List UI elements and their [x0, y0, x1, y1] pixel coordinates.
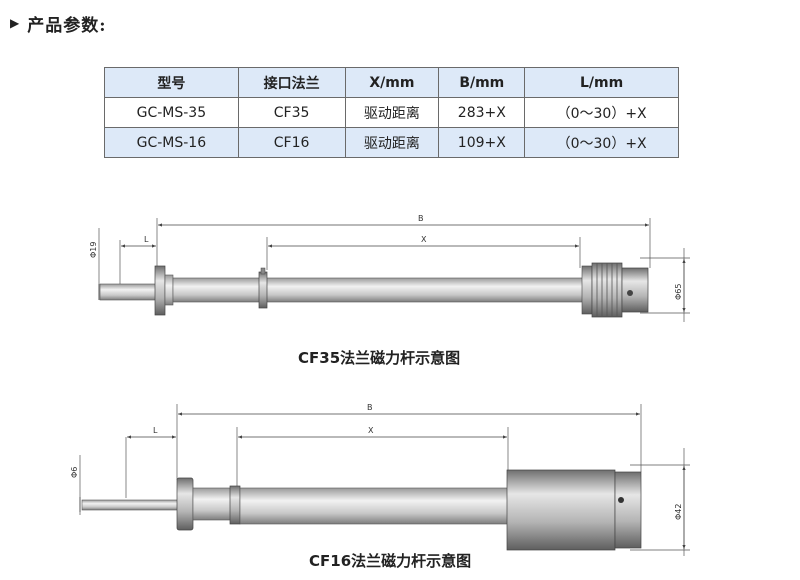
table-row: GC-MS-35 CF35 驱动距离 283+X （0～30）+X	[104, 97, 679, 128]
cell-b: 283+X	[438, 97, 526, 128]
cell-model: GC-MS-16	[104, 127, 239, 158]
dimension-l-label: L	[153, 426, 158, 435]
header-b: B/mm	[438, 67, 526, 98]
section-heading: ▶ 产品参数:	[10, 10, 107, 36]
dimension-dia-right: Φ42	[674, 504, 683, 520]
cell-b: 109+X	[438, 127, 526, 158]
cell-flange: CF35	[237, 97, 346, 128]
cell-x: 驱动距离	[344, 127, 440, 158]
dimension-dia-left: Φ19	[89, 242, 98, 258]
dimension-b-label: B	[418, 214, 424, 223]
cell-l: （0～30）+X	[524, 127, 679, 158]
dimension-dia-left: Φ6	[70, 467, 79, 478]
cf16-diagram: B X L Φ6 Φ42	[70, 403, 690, 556]
dimension-x-label: X	[368, 426, 374, 435]
dimension-b-label: B	[367, 403, 373, 412]
dimension-l-label: L	[144, 235, 149, 244]
section-title: 产品参数:	[27, 15, 107, 36]
triangle-bullet-icon: ▶	[10, 16, 20, 30]
dimension-dia-right: Φ65	[674, 284, 683, 300]
product-parameter-table: 型号 接口法兰 X/mm B/mm L/mm GC-MS-35 CF35 驱动距…	[104, 67, 679, 158]
table-header-row: 型号 接口法兰 X/mm B/mm L/mm	[104, 67, 679, 98]
cf16-caption: CF16法兰磁力杆示意图	[309, 552, 472, 570]
cf35-diagram: B X L Φ19 Φ65	[89, 214, 690, 322]
cell-flange: CF16	[237, 127, 346, 158]
dimension-x-label: X	[421, 235, 427, 244]
header-l: L/mm	[524, 67, 679, 98]
cf35-caption: CF35法兰磁力杆示意图	[298, 349, 461, 367]
header-flange: 接口法兰	[237, 67, 346, 98]
header-x: X/mm	[344, 67, 440, 98]
header-model: 型号	[104, 67, 239, 98]
cell-l: （0～30）+X	[524, 97, 679, 128]
table-row: GC-MS-16 CF16 驱动距离 109+X （0～30）+X	[104, 127, 679, 158]
